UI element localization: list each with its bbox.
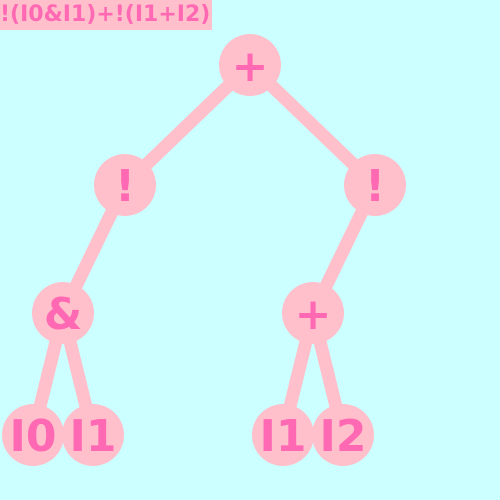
node-circle bbox=[94, 154, 156, 216]
leaf-node-i2: I2 bbox=[312, 404, 374, 466]
node-label: I1 bbox=[260, 411, 307, 462]
node-circle bbox=[252, 404, 314, 466]
expression-title: !(I0&I1)+!(I1+I2) bbox=[0, 0, 213, 30]
node-circle bbox=[2, 404, 64, 466]
node-label: ! bbox=[115, 161, 135, 212]
operator-node-or: + bbox=[282, 282, 344, 344]
node-label: ! bbox=[365, 161, 385, 212]
node-label: I0 bbox=[10, 411, 57, 462]
leaf-node-i1: I1 bbox=[62, 404, 124, 466]
node-circle bbox=[312, 404, 374, 466]
operator-node-or: + bbox=[219, 34, 281, 96]
node-circle bbox=[62, 404, 124, 466]
operator-node-not: ! bbox=[94, 154, 156, 216]
node-label: & bbox=[44, 289, 82, 340]
node-label: + bbox=[295, 289, 332, 340]
node-label: I2 bbox=[320, 411, 367, 462]
operator-node-and: & bbox=[32, 282, 94, 344]
node-circle bbox=[282, 282, 344, 344]
node-label: I1 bbox=[70, 411, 117, 462]
leaf-node-i0: I0 bbox=[2, 404, 64, 466]
leaf-node-i1: I1 bbox=[252, 404, 314, 466]
node-circle bbox=[344, 154, 406, 216]
node-label: + bbox=[232, 41, 269, 92]
node-circle bbox=[219, 34, 281, 96]
operator-node-not: ! bbox=[344, 154, 406, 216]
node-circle bbox=[32, 282, 94, 344]
